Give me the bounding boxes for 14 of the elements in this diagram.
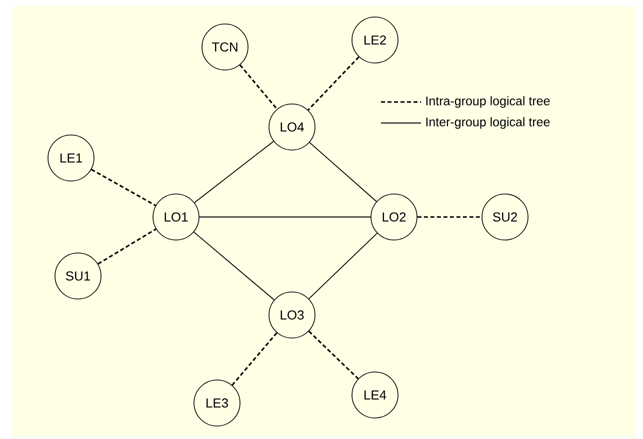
connector-line [417, 216, 482, 218]
connector-line [308, 232, 378, 300]
connector-line [91, 168, 156, 206]
connector-line [308, 330, 359, 380]
connector-line [308, 56, 360, 111]
connector-line [239, 64, 278, 110]
connector-line [309, 142, 377, 202]
legend-label: Inter-group logical tree [426, 117, 550, 129]
connector-line [98, 228, 156, 265]
legend-label: Intra-group logical tree [426, 96, 550, 108]
connector-line [232, 332, 278, 386]
connector-line [194, 140, 274, 204]
connector-line [193, 232, 275, 300]
connector-line [198, 216, 372, 218]
